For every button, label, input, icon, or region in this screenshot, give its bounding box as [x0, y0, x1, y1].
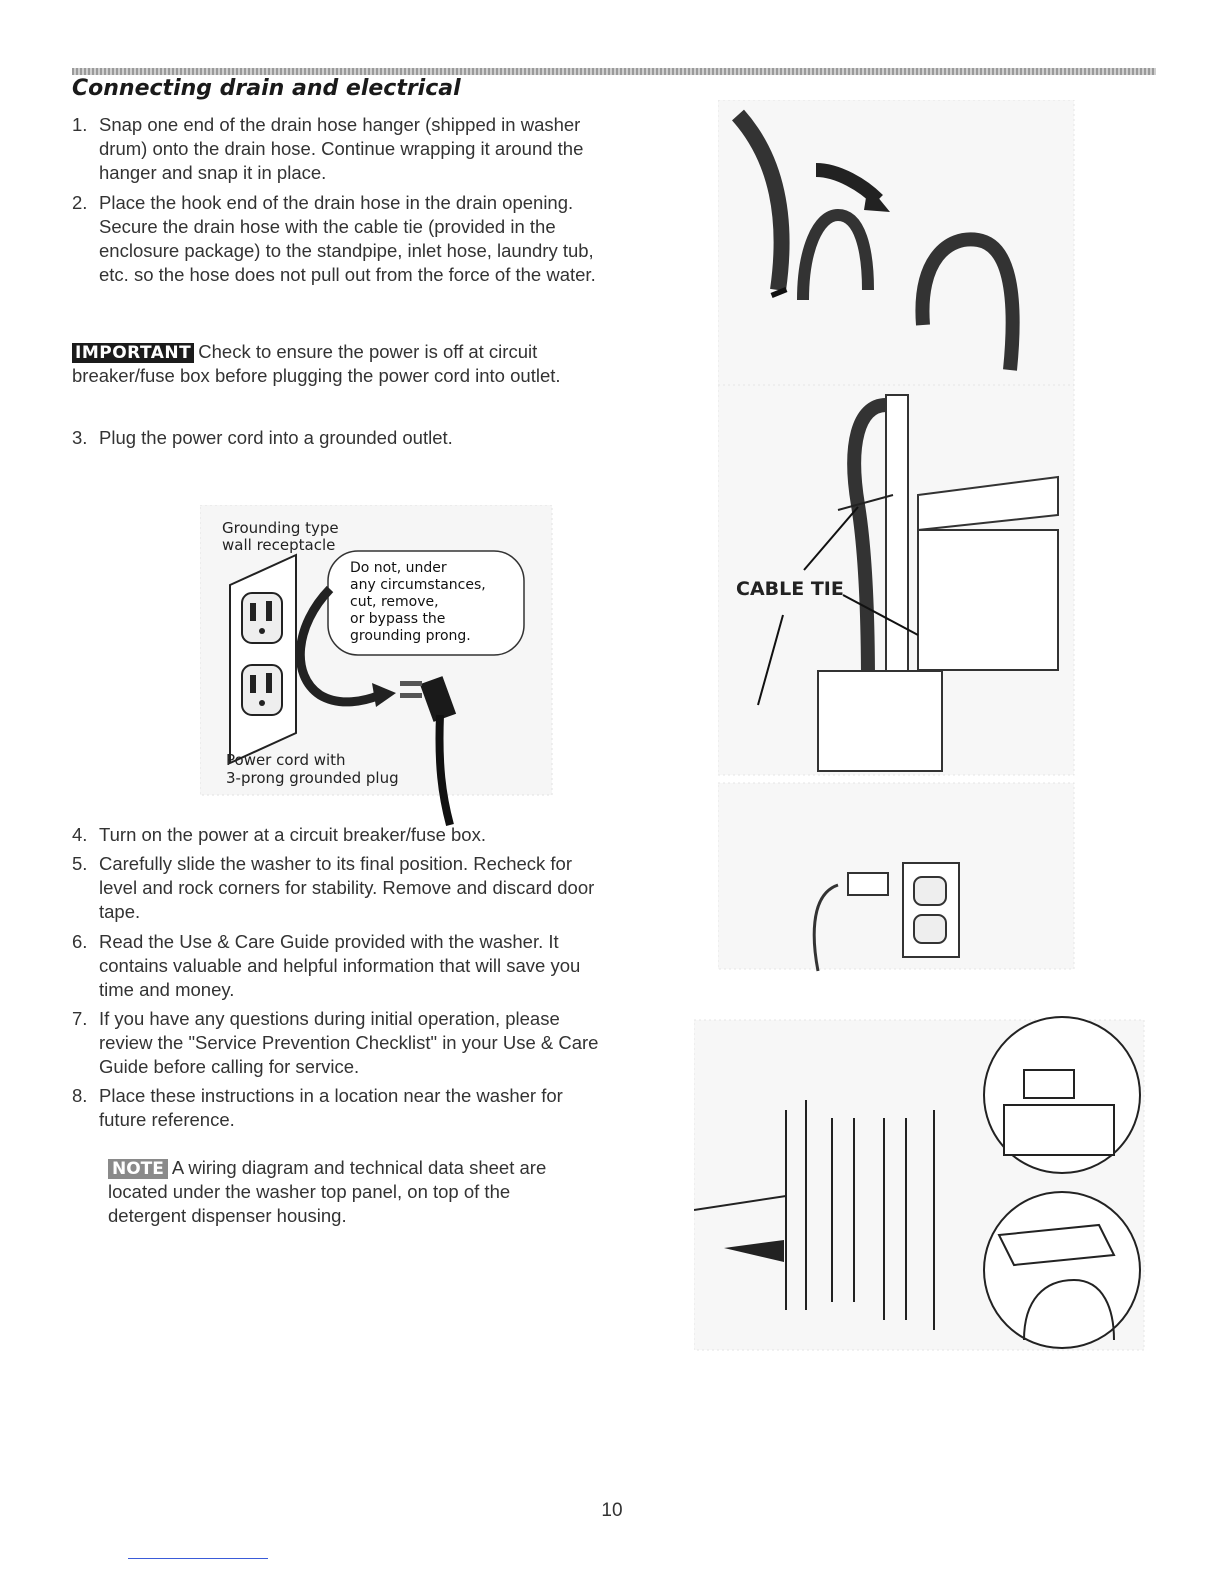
wall-receptacle-icon — [229, 553, 297, 765]
wall-box-icon — [817, 670, 943, 772]
cord-label-1: Power cord with — [226, 751, 346, 769]
curved-arrow-icon — [295, 585, 382, 707]
step-text: Place these instructions in a location n… — [99, 1085, 563, 1130]
step-text: Carefully slide the washer to its final … — [99, 853, 595, 922]
push-arrow-icon — [724, 1240, 784, 1262]
washer-position-illustration — [694, 1010, 1154, 1360]
pointer-line — [803, 506, 859, 571]
pointer-line — [842, 594, 919, 636]
note-badge: NOTE — [108, 1159, 168, 1179]
step-text: Read the Use & Care Guide provided with … — [99, 931, 581, 1000]
warning-line: or bypass the — [350, 611, 445, 627]
cable-tie-label: CABLE TIE — [736, 578, 844, 600]
warning-line: Do not, under — [350, 560, 447, 576]
section-rule — [72, 68, 1156, 75]
warning-line: any circumstances, — [350, 577, 486, 593]
page-number: 10 — [601, 1500, 623, 1521]
step-number: 8. — [72, 1085, 88, 1106]
plug-icon — [400, 676, 457, 827]
step-number: 2. — [72, 192, 88, 213]
important-badge: IMPORTANT — [72, 343, 195, 363]
power-cord-icon — [812, 883, 839, 972]
list-item-step-6: 6. Read the Use & Care Guide provided wi… — [72, 930, 612, 1002]
warning-line: cut, remove, — [350, 594, 439, 610]
wrapped-hose-icon — [915, 232, 1020, 371]
plug-icon — [847, 872, 889, 896]
arrow-head-icon — [372, 683, 396, 707]
warning-bubble — [327, 550, 525, 656]
list-item-step-2: 2. Place the hook end of the drain hose … — [72, 191, 612, 287]
step-number: 7. — [72, 1008, 88, 1029]
list-item-step-3: 3. Plug the power cord into a grounded o… — [72, 426, 612, 450]
section-title: Connecting drain and electrical — [72, 76, 461, 101]
step-number: 3. — [72, 427, 88, 448]
receptacle-label-2: wall receptacle — [222, 536, 335, 554]
step-number: 6. — [72, 931, 88, 952]
list-item-step-7: 7. If you have any questions during init… — [72, 1007, 612, 1079]
washer-body-icon — [917, 529, 1059, 671]
list-item-step-4: 4. Turn on the power at a circuit breake… — [72, 823, 612, 847]
drain-hose-icon — [731, 109, 790, 292]
washer-side-icon — [785, 1100, 935, 1330]
receptacle-label-1: Grounding type — [222, 519, 339, 537]
step-text: Snap one end of the drain hose hanger (s… — [99, 114, 584, 183]
outlet-illustration: Grounding type wall receptacle Do not, u… — [200, 505, 560, 845]
cable-tie-illustration: CABLE TIE — [718, 385, 1078, 975]
step-text: Plug the power cord into a grounded outl… — [99, 427, 453, 448]
list-item-step-8: 8. Place these instructions in a locatio… — [72, 1084, 612, 1132]
pointer-line — [757, 614, 784, 706]
step-text: Turn on the power at a circuit breaker/f… — [99, 824, 486, 845]
hose-hanger-icon — [797, 208, 874, 301]
note-text: A wiring diagram and technical data shee… — [108, 1157, 547, 1226]
cord-label-2: 3-prong grounded plug — [226, 769, 399, 787]
warning-line: grounding prong. — [350, 628, 471, 644]
step-text: If you have any questions during initial… — [99, 1008, 599, 1077]
step-text: Place the hook end of the drain hose in … — [99, 192, 596, 285]
footer-link-line — [128, 1558, 268, 1559]
important-text: Check to ensure the power is off at circ… — [72, 341, 561, 386]
list-item-step-1: 1. Snap one end of the drain hose hanger… — [72, 113, 612, 185]
step-number: 5. — [72, 853, 88, 874]
step-number: 4. — [72, 824, 88, 845]
list-item-step-5: 5. Carefully slide the washer to its fin… — [72, 852, 612, 924]
step-number: 1. — [72, 114, 88, 135]
drain-hose-hanger-illustration — [718, 100, 1078, 390]
washer-top-icon — [917, 475, 1059, 532]
detail-circle-bottom — [983, 1191, 1141, 1349]
